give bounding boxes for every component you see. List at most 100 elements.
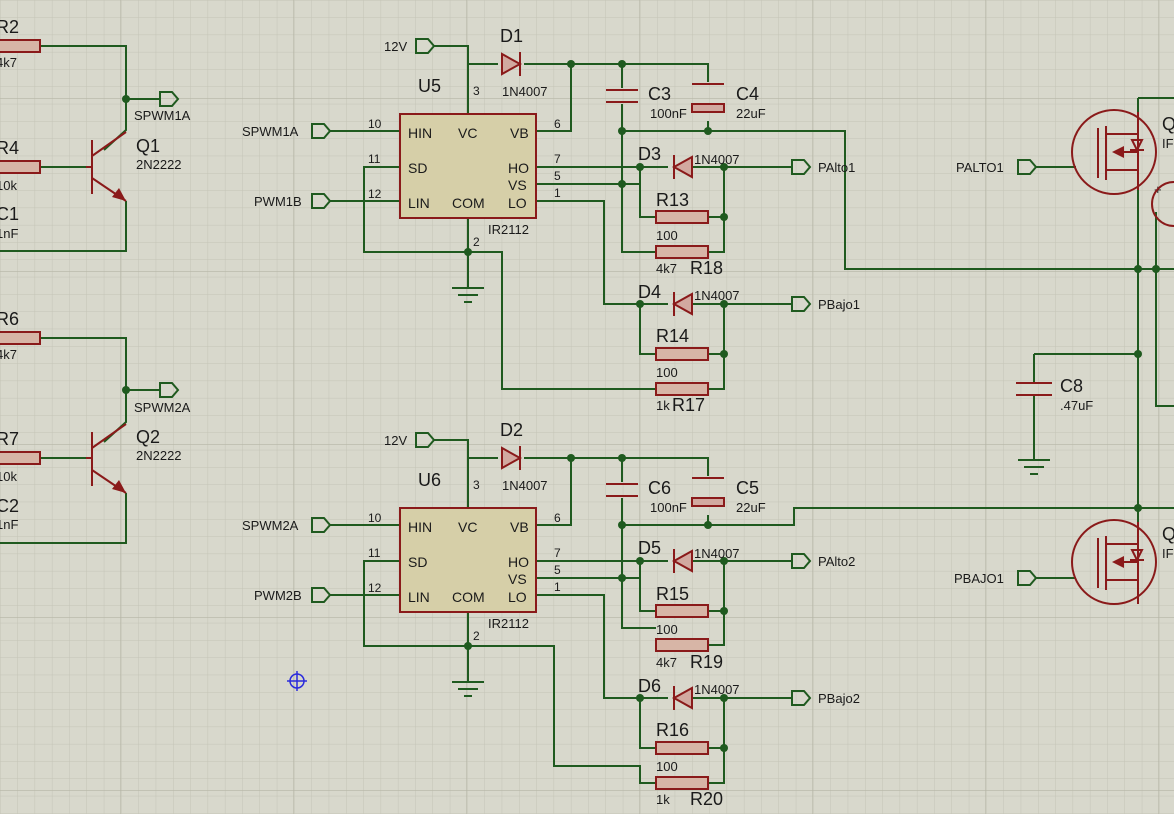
capacitor-c4[interactable]: [691, 83, 725, 113]
resistor-r14[interactable]: [655, 347, 709, 361]
value-c6: 100nF: [650, 500, 687, 515]
junction-dot: [720, 350, 728, 358]
net-label-pwm2b-in: PWM2B: [254, 588, 302, 603]
wire: [468, 645, 656, 784]
value-r18: 4k7: [656, 261, 677, 276]
net-label-palto1-out: PAlto1: [818, 160, 855, 175]
pin-label-lin: LIN: [408, 589, 430, 605]
diode-d2[interactable]: [501, 446, 523, 470]
mosfet-q3[interactable]: [1071, 109, 1157, 195]
value-q2: 2N2222: [136, 448, 182, 463]
junction-dot: [720, 213, 728, 221]
resistor-r13[interactable]: [655, 210, 709, 224]
pin-label-lo: LO: [508, 195, 527, 211]
resistor-r16[interactable]: [655, 741, 709, 755]
terminal-arrow-icon[interactable]: [311, 123, 332, 139]
transistor-stage-1: R2 4k7 R4 10k C1 1nF Q1 2N2222 SPWM1A: [0, 17, 191, 252]
wire: [524, 63, 709, 82]
terminal-arrow-icon[interactable]: [791, 553, 812, 569]
pin-label-lin: LIN: [408, 195, 430, 211]
junction-dot: [720, 557, 728, 565]
resistor-r6[interactable]: [0, 331, 41, 345]
value-c1: 1nF: [0, 226, 18, 241]
junction-dot: [1134, 265, 1142, 273]
terminal-arrow-icon[interactable]: [311, 587, 332, 603]
resistor-r19[interactable]: [655, 638, 709, 652]
net-label-palto1-in: PALTO1: [956, 160, 1004, 175]
diode-d6[interactable]: [671, 686, 693, 710]
capacitor-c6[interactable]: [606, 483, 638, 497]
terminal-arrow-icon[interactable]: [311, 193, 332, 209]
pin-number: 3: [473, 84, 480, 98]
transistor-q2[interactable]: [86, 423, 127, 494]
value-q4: IF: [1162, 546, 1174, 561]
ref-u5: U5: [418, 76, 441, 96]
ref-c5: C5: [736, 478, 759, 498]
resistor-r17[interactable]: [655, 382, 709, 396]
ref-r6: R6: [0, 309, 19, 329]
terminal-arrow-icon[interactable]: [791, 690, 812, 706]
terminal-arrow-icon[interactable]: [159, 91, 180, 107]
diode-d4[interactable]: [671, 292, 693, 316]
ref-d1: D1: [500, 26, 523, 46]
net-label-spwm2a-out: SPWM2A: [134, 400, 191, 415]
ref-d5: D5: [638, 538, 661, 558]
junction-dot: [618, 60, 626, 68]
pin-label-vs: VS: [508, 571, 527, 587]
terminal-arrow-icon[interactable]: [311, 517, 332, 533]
terminal-arrow-icon[interactable]: [791, 159, 812, 175]
pin-label-lo: LO: [508, 589, 527, 605]
junction-dot: [720, 744, 728, 752]
resistor-r7[interactable]: [0, 451, 41, 465]
resistor-r18[interactable]: [655, 245, 709, 259]
ic-u5[interactable]: [399, 113, 537, 219]
mosfet-q4[interactable]: [1071, 519, 1157, 605]
wire: [708, 748, 725, 784]
resistor-r20[interactable]: [655, 776, 709, 790]
terminal-arrow-icon[interactable]: [1017, 570, 1038, 586]
value-r13: 100: [656, 228, 678, 243]
pin-number: 6: [554, 511, 561, 525]
net-label-pwm1b-in: PWM1B: [254, 194, 302, 209]
value-c2: 1nF: [0, 517, 18, 532]
value-r15: 100: [656, 622, 678, 637]
crosshair-circle-icon[interactable]: [287, 671, 307, 691]
terminal-arrow-icon[interactable]: [415, 432, 436, 448]
pin-number: 7: [554, 152, 561, 166]
value-r20: 1k: [656, 792, 670, 807]
resistor-r15[interactable]: [655, 604, 709, 618]
junction-dot: [618, 180, 626, 188]
driver-block-u6: HIN SD LIN VC COM VB HO VS LO 10 11 12 3…: [242, 420, 1174, 809]
ref-q4: Q: [1162, 524, 1174, 544]
terminal-arrow-icon[interactable]: [791, 296, 812, 312]
capacitor-c8[interactable]: [1016, 382, 1052, 396]
diode-d1[interactable]: [501, 52, 523, 76]
value-d4: 1N4007: [694, 288, 740, 303]
ref-c1: C1: [0, 204, 19, 224]
resistor-r2[interactable]: [0, 39, 41, 53]
terminal-arrow-icon[interactable]: [1017, 159, 1038, 175]
capacitor-c5[interactable]: [691, 477, 725, 507]
transistor-q1[interactable]: [86, 131, 127, 202]
diode-d3[interactable]: [671, 155, 693, 179]
junction-dot: [122, 386, 130, 394]
pin-label-vb: VB: [510, 125, 529, 141]
pin-number: 5: [554, 563, 561, 577]
junction-dot: [720, 694, 728, 702]
junction-dot: [567, 454, 575, 462]
wire: [434, 439, 469, 508]
ref-c6: C6: [648, 478, 671, 498]
resistor-r4[interactable]: [0, 160, 41, 174]
terminal-arrow-icon[interactable]: [159, 382, 180, 398]
ic-u6[interactable]: [399, 507, 537, 613]
ref-d3: D3: [638, 144, 661, 164]
terminal-arrow-icon[interactable]: [415, 38, 436, 54]
net-label-palto2-out: PAlto2: [818, 554, 855, 569]
diode-d5[interactable]: [671, 549, 693, 573]
value-d5: 1N4007: [694, 546, 740, 561]
ref-r15: R15: [656, 584, 689, 604]
capacitor-c3[interactable]: [606, 89, 638, 103]
pin-label-sd: SD: [408, 160, 427, 176]
pin-label-com: COM: [452, 589, 485, 605]
